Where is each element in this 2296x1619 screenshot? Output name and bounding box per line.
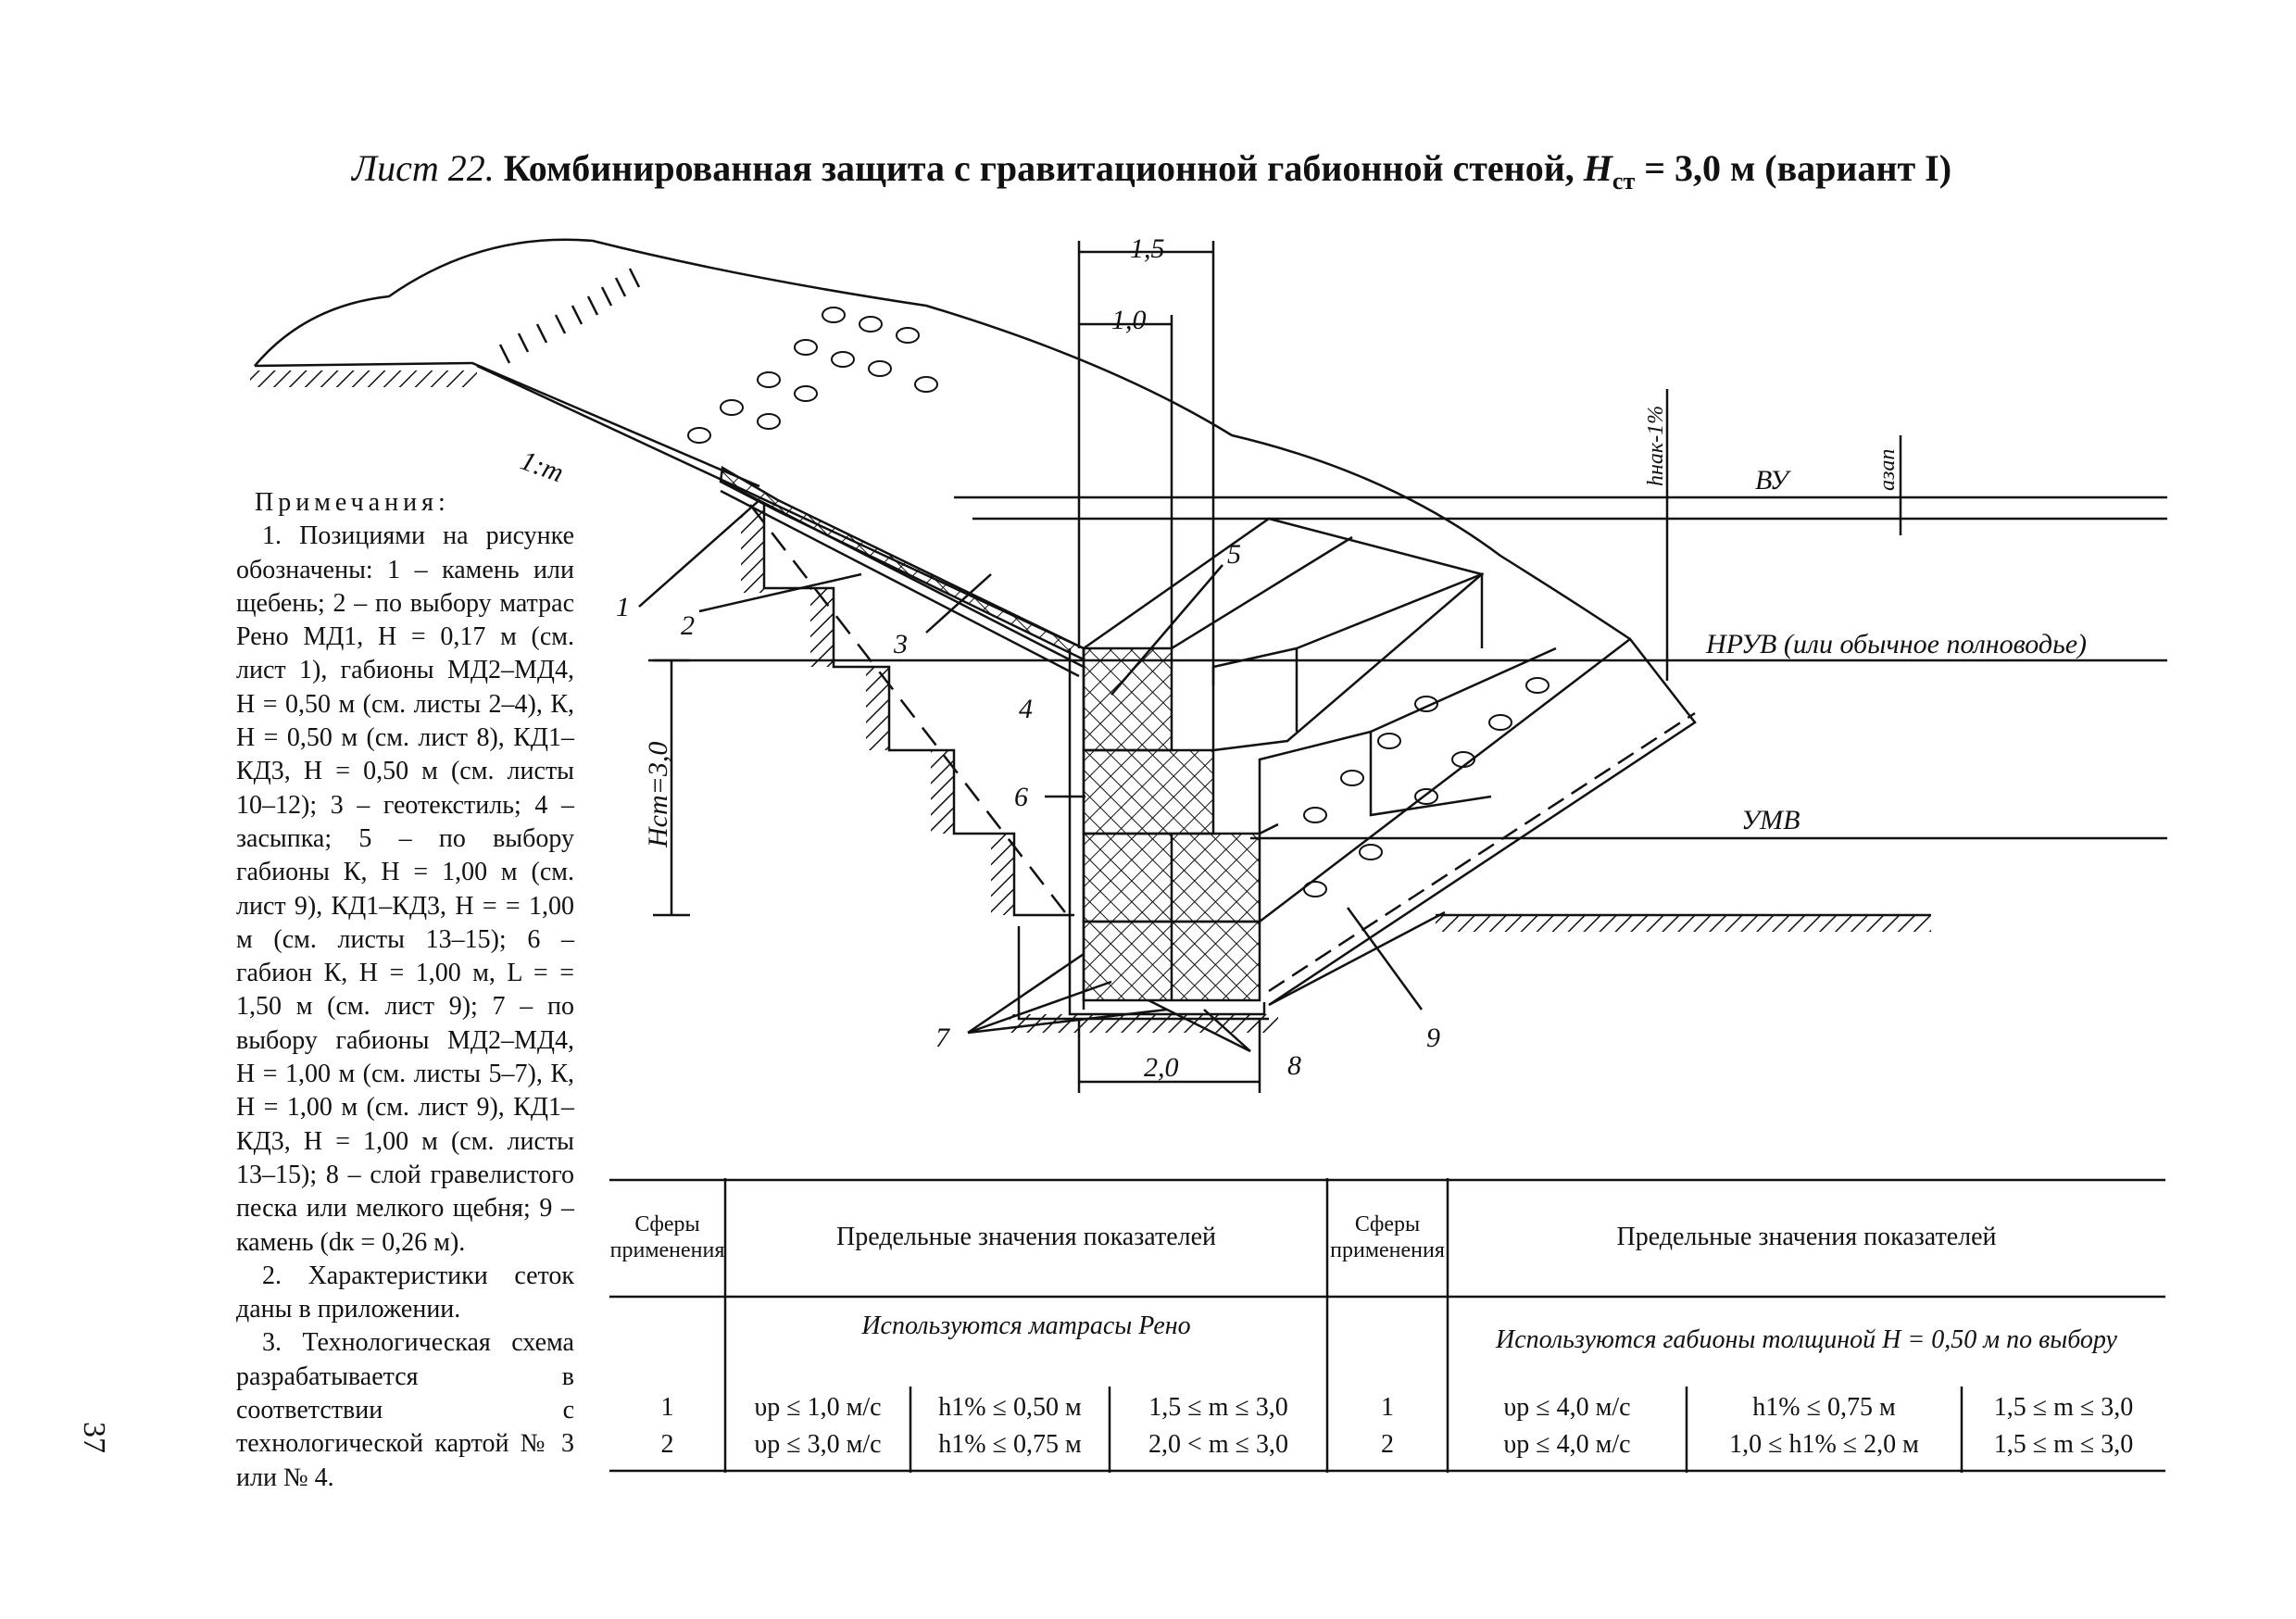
right-row1-n: 1 bbox=[1381, 1393, 1394, 1422]
ground-surface bbox=[254, 238, 1631, 641]
limits-table: Сферы применения Предельные значения пок… bbox=[609, 1178, 2165, 1473]
pos-4: 4 bbox=[1019, 694, 1033, 724]
pos-8: 8 bbox=[1287, 1050, 1301, 1081]
dim-1-5: 1,5 bbox=[1130, 233, 1165, 264]
left-row2-n: 2 bbox=[660, 1430, 674, 1459]
pos-2: 2 bbox=[681, 610, 695, 641]
a-zap-label: aзап bbox=[1876, 449, 1900, 491]
caption-right: Используются габионы толщиной H = 0,50 м… bbox=[1496, 1325, 2117, 1354]
note-1: 1. Позициями на рисунке обозначены: 1 – … bbox=[236, 521, 574, 1257]
right-row1-m: 1,5 ≤ m ≤ 3,0 bbox=[1993, 1393, 2134, 1422]
left-row1-h: h1% ≤ 0,50 м bbox=[938, 1393, 1082, 1422]
pos-6: 6 bbox=[1014, 782, 1028, 812]
sphere-header-right: Сферы применения bbox=[1330, 1212, 1445, 1262]
left-row1-m: 1,5 ≤ m ≤ 3,0 bbox=[1148, 1393, 1288, 1422]
caption-left: Используются матрасы Рено bbox=[861, 1312, 1191, 1340]
left-row2-m: 2,0 < m ≤ 3,0 bbox=[1148, 1430, 1288, 1459]
notes-heading: Примечания: bbox=[255, 488, 450, 517]
right-row1-h: h1% ≤ 0,75 м bbox=[1752, 1393, 1896, 1422]
note-3: 3. Технологическая схема разрабатывается… bbox=[236, 1328, 574, 1492]
dim-2-0: 2,0 bbox=[1144, 1052, 1179, 1083]
sheet-number: Лист 22. bbox=[352, 147, 495, 189]
title-h: Hст bbox=[1583, 147, 1636, 195]
title-rest: = 3,0 м (вариант I) bbox=[1644, 147, 1952, 189]
pos-5: 5 bbox=[1227, 539, 1241, 570]
h-run-label: hнак-1% bbox=[1644, 406, 1668, 486]
pos-3: 3 bbox=[893, 629, 908, 659]
dim-1-0: 1,0 bbox=[1111, 305, 1147, 335]
h-wall-label: Hст=3,0 bbox=[643, 742, 673, 848]
pos-9: 9 bbox=[1426, 1023, 1440, 1053]
left-row2-v: υp ≤ 3,0 м/с bbox=[754, 1430, 882, 1459]
left-row1-v: υp ≤ 1,0 м/с bbox=[754, 1393, 882, 1422]
level-nruv-label: НРУВ (или обычное полноводье) bbox=[1705, 629, 2087, 659]
right-row1-v: υp ≤ 4,0 м/с bbox=[1503, 1393, 1631, 1422]
left-row1-n: 1 bbox=[660, 1393, 674, 1422]
left-row2-h: h1% ≤ 0,75 м bbox=[938, 1430, 1082, 1459]
limits-header-right: Предельные значения показателей bbox=[1616, 1223, 1997, 1251]
sheet-title: Лист 22. Комбинированная защита с гравит… bbox=[352, 146, 2038, 195]
right-row2-h: 1,0 ≤ h1% ≤ 2,0 м bbox=[1729, 1430, 1919, 1459]
level-vu-label: ВУ bbox=[1755, 465, 1792, 496]
title-main: Комбинированная защита с гравитационной … bbox=[503, 147, 1575, 189]
level-umv-label: УМВ bbox=[1741, 805, 1800, 835]
pos-1: 1 bbox=[616, 592, 630, 622]
limits-header-left: Предельные значения показателей bbox=[835, 1223, 1217, 1251]
notes-block: Примечания: 1. Позициями на рисунке обоз… bbox=[236, 486, 574, 1495]
bank-top bbox=[254, 361, 760, 488]
note-2: 2. Характеристики сеток даны в приложени… bbox=[236, 1261, 574, 1324]
pos-7: 7 bbox=[935, 1023, 951, 1053]
right-row2-m: 1,5 ≤ m ≤ 3,0 bbox=[1993, 1430, 2134, 1459]
sphere-header-left: Сферы применения bbox=[609, 1212, 725, 1262]
table-grid bbox=[609, 1178, 2165, 1473]
right-row2-n: 2 bbox=[1381, 1430, 1394, 1459]
right-row2-v: υp ≤ 4,0 м/с bbox=[1503, 1430, 1631, 1459]
slope-label: 1:m bbox=[517, 446, 568, 489]
